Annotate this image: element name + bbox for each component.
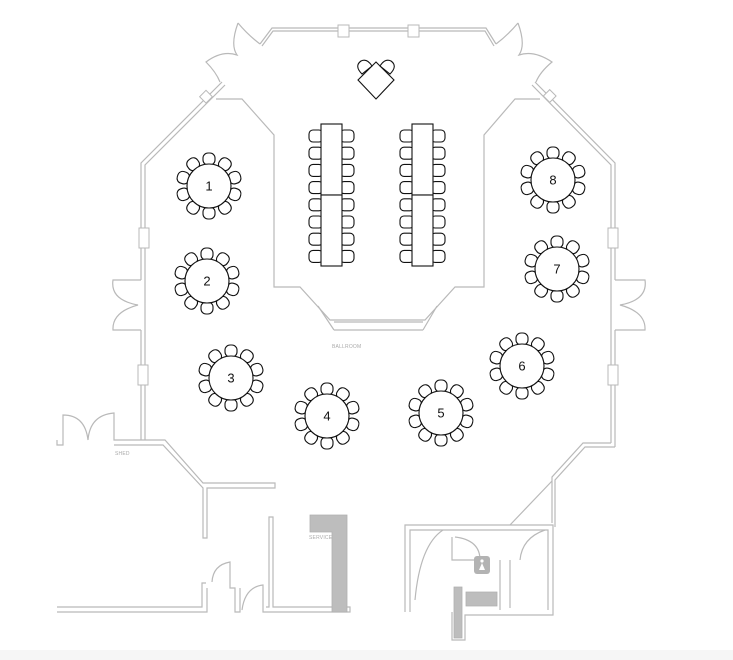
room-label-ballroom: BALLROOM — [332, 344, 361, 350]
chair — [546, 200, 560, 214]
window — [137, 364, 149, 386]
table-top — [304, 393, 350, 439]
table-top — [184, 258, 230, 304]
round-table-8[interactable]: 8 — [520, 146, 586, 214]
chair — [434, 379, 448, 393]
bottom-band — [0, 650, 733, 660]
window — [198, 89, 214, 104]
table-segment — [411, 194, 434, 267]
table-top — [418, 390, 464, 436]
table-number: 4 — [323, 409, 330, 424]
round-table-3[interactable]: 3 — [198, 344, 264, 412]
window — [138, 227, 150, 249]
door-left — [112, 279, 146, 331]
round-table-5[interactable]: 5 — [408, 379, 474, 447]
window — [607, 227, 619, 249]
right-banquet[interactable] — [399, 123, 446, 267]
door-top-right — [495, 22, 554, 83]
table-number: 2 — [203, 274, 210, 289]
chair — [320, 382, 334, 396]
round-table-2[interactable]: 2 — [174, 247, 240, 315]
table-top — [499, 343, 545, 389]
round-table-4[interactable]: 4 — [294, 382, 360, 450]
round-table-6[interactable]: 6 — [489, 332, 555, 400]
lectern-icon — [357, 59, 395, 100]
chair — [515, 386, 529, 400]
door-top-left — [205, 22, 261, 83]
round-table-1[interactable]: 1 — [176, 152, 242, 220]
window — [407, 24, 420, 38]
chair — [550, 235, 564, 249]
chair — [200, 247, 214, 261]
table-top — [534, 246, 580, 292]
chair — [202, 206, 216, 220]
restroom-icon — [474, 556, 490, 574]
table-top — [208, 355, 254, 401]
chair — [224, 344, 238, 358]
door-right — [610, 279, 646, 331]
left-banquet[interactable] — [308, 123, 355, 267]
chair — [200, 301, 214, 315]
chair — [224, 398, 238, 412]
window — [607, 364, 619, 386]
chair — [320, 436, 334, 450]
table-top — [530, 157, 576, 203]
service-counter — [309, 514, 348, 613]
room-label-shed: SHED — [115, 451, 130, 457]
restroom-fixtures — [453, 586, 498, 639]
table-number: 7 — [553, 262, 560, 277]
round-table-7[interactable]: 7 — [524, 235, 590, 303]
table-number: 1 — [205, 179, 212, 194]
chair — [202, 152, 216, 166]
chair — [546, 146, 560, 160]
table-number: 6 — [518, 359, 525, 374]
chair — [550, 289, 564, 303]
table-number: 8 — [549, 173, 556, 188]
table-segment — [320, 194, 343, 267]
window — [337, 24, 350, 38]
furniture: 1 2 3 4 5 6 7 8 — [174, 123, 590, 450]
table-number: 3 — [227, 371, 234, 386]
table-number: 5 — [437, 406, 444, 421]
chair — [515, 332, 529, 346]
table-top — [186, 163, 232, 209]
chair — [434, 433, 448, 447]
window — [542, 88, 557, 104]
table-segment — [411, 123, 434, 196]
table-segment — [320, 123, 343, 196]
room-label-service: SERVICE — [309, 535, 333, 541]
walls — [56, 22, 646, 641]
